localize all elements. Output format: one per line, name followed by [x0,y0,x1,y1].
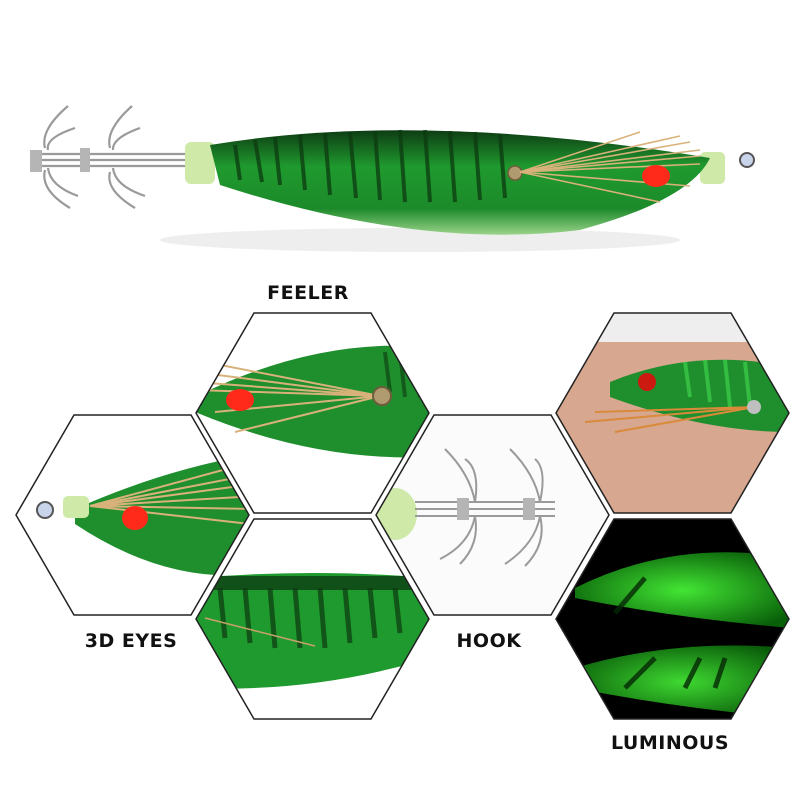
label-3d-eyes: 3D EYES [84,630,178,652]
hex-panel-luminous [555,518,790,720]
hero-lure-image [0,90,800,270]
hex-panel-in-hand [555,312,790,514]
label-luminous: LUMINOUS [611,732,729,754]
hex-panel-feeler [195,312,430,514]
hook-icon [40,105,185,209]
label-hook: HOOK [456,630,522,652]
hex-panel-hook [375,414,610,616]
hex-panel-3d-eyes [15,414,250,616]
hex-panel-body-pattern [195,518,430,720]
label-feeler: FEELER [267,282,349,304]
